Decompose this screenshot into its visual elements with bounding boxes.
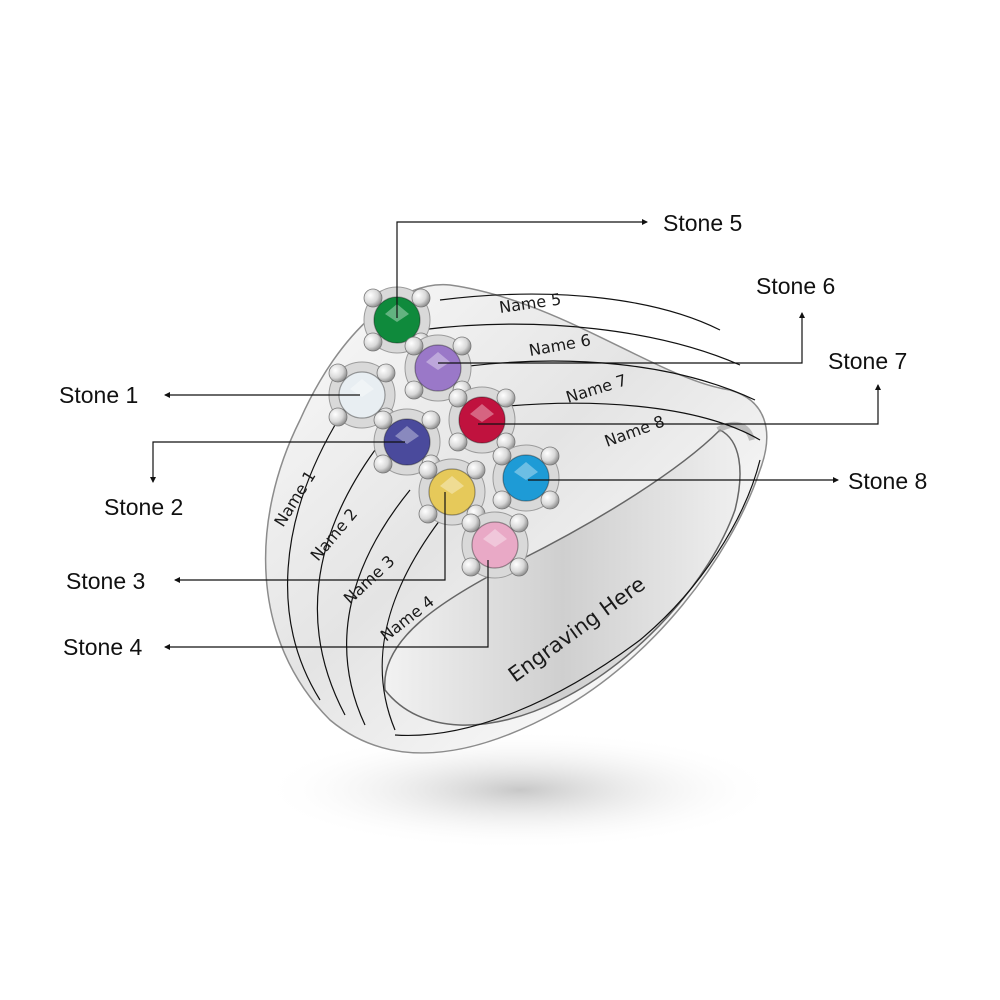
stone-3-citrine (418, 458, 486, 526)
label-stone-1: Stone 1 (59, 382, 138, 408)
label-stone-5: Stone 5 (663, 210, 742, 236)
prong (509, 513, 529, 533)
stone-4-pink (461, 511, 529, 579)
leader-stone-2 (150, 441, 405, 483)
prong (373, 454, 393, 474)
prong (461, 513, 481, 533)
label-stone-7: Stone 7 (828, 348, 907, 374)
prong (496, 388, 516, 408)
label-stone-8: Stone 8 (848, 468, 927, 494)
label-stone-3: Stone 3 (66, 568, 145, 594)
gem (502, 454, 550, 502)
gem-facet (440, 476, 464, 494)
gem (458, 396, 506, 444)
label-stone-4: Stone 4 (63, 634, 142, 660)
gem-facet (514, 462, 538, 480)
stone-8-aquamarine (492, 444, 560, 512)
gem-facet (470, 404, 494, 422)
prong (373, 410, 393, 430)
prong (492, 490, 512, 510)
prong (509, 557, 529, 577)
stone-1-clear (328, 361, 396, 429)
prong (452, 336, 472, 356)
stone-6-amethyst (404, 334, 472, 402)
prong (418, 460, 438, 480)
leader-stone-4 (164, 560, 489, 650)
gem-facet (483, 529, 507, 547)
callout-leaders (150, 219, 881, 650)
gem (414, 344, 462, 392)
stone-5-emerald (363, 286, 431, 354)
leader-stone-5 (396, 219, 648, 318)
prong (418, 504, 438, 524)
stone-7-ruby (448, 386, 516, 454)
prong (540, 446, 560, 466)
prong (421, 410, 441, 430)
prong (492, 446, 512, 466)
ring-shadow (260, 730, 780, 850)
prong (376, 363, 396, 383)
prong (411, 288, 431, 308)
prong (363, 288, 383, 308)
gem-facet (426, 352, 450, 370)
prong (328, 363, 348, 383)
prong (404, 336, 424, 356)
prong (466, 460, 486, 480)
gemstones (328, 286, 560, 579)
prong (448, 388, 468, 408)
prong (540, 490, 560, 510)
gem (471, 521, 519, 569)
gem-facet (350, 379, 374, 397)
gem (428, 468, 476, 516)
prong (363, 332, 383, 352)
prong (404, 380, 424, 400)
leader-stone-7 (478, 384, 881, 425)
label-stone-2: Stone 2 (104, 494, 183, 520)
leader-stone-6 (438, 312, 805, 364)
leader-stone-3 (174, 492, 446, 583)
prong (448, 432, 468, 452)
callout-labels: Stone 1 Stone 2 Stone 3 Stone 4 Stone 5 … (59, 210, 927, 660)
gem-facet (395, 426, 419, 444)
prong (461, 557, 481, 577)
label-stone-6: Stone 6 (756, 273, 835, 299)
prong (328, 407, 348, 427)
